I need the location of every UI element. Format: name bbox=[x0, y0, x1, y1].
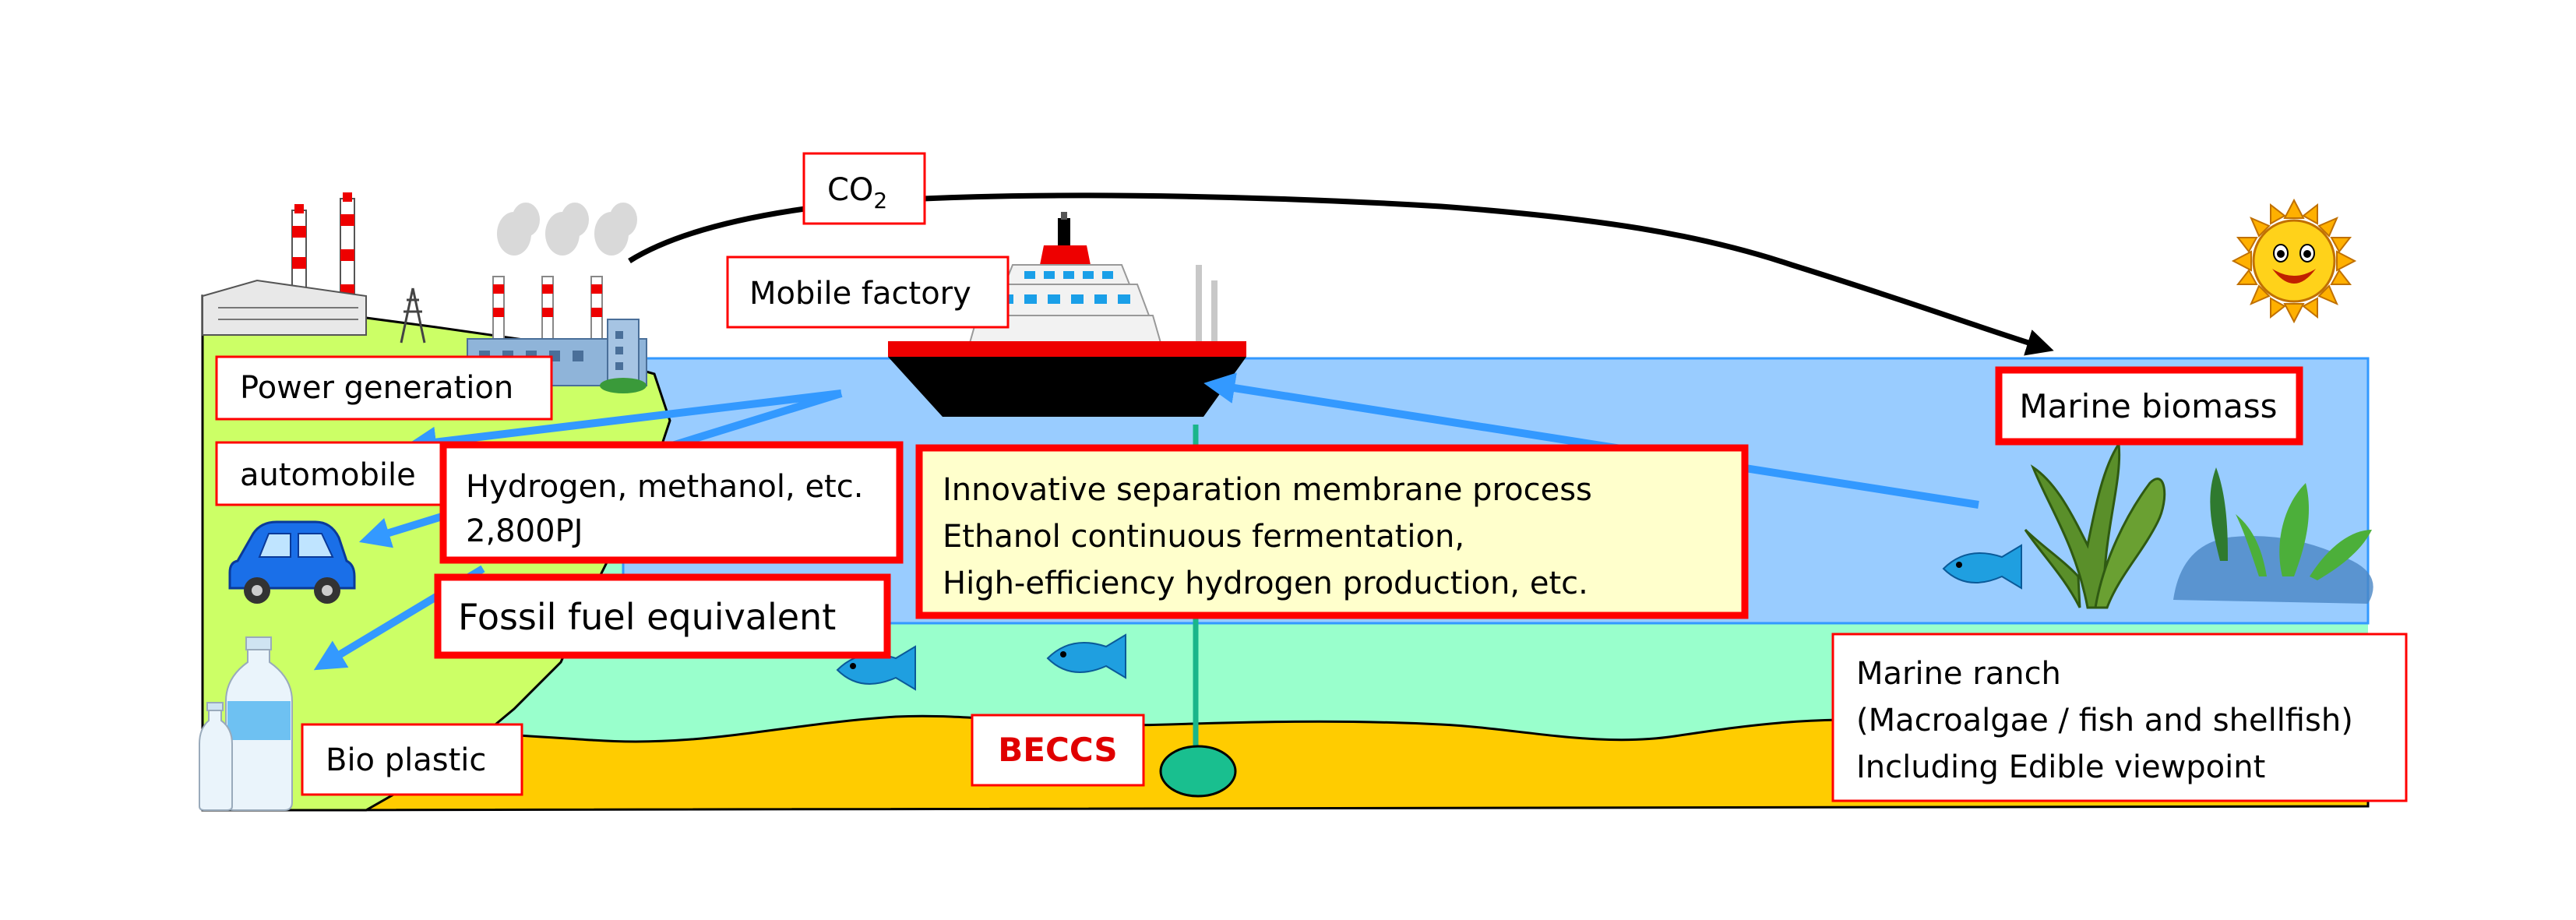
ranch-text-line1: Marine ranch bbox=[1856, 656, 2061, 692]
power-plant-icon bbox=[202, 192, 426, 344]
process-label: Innovative separation membrane process E… bbox=[915, 444, 1749, 619]
fossil-fuel-text: Fossil fuel equivalent bbox=[458, 596, 836, 638]
process-text-line2: Ethanol continuous fermentation, bbox=[943, 519, 1464, 555]
co2-label-main: CO bbox=[827, 172, 873, 208]
ranch-text-line3: Including Edible viewpoint bbox=[1856, 749, 2265, 785]
co2-label: CO2 bbox=[802, 152, 926, 225]
power-generation-label: Power generation bbox=[215, 355, 553, 421]
seaweed-icon bbox=[2173, 467, 2373, 604]
seaweed-icon bbox=[2024, 440, 2166, 609]
beccs-label: BECCS bbox=[971, 714, 1145, 787]
fish-icon bbox=[1046, 633, 1126, 679]
factory-icon bbox=[460, 203, 647, 393]
marine-biomass-text: Marine biomass bbox=[2019, 387, 2277, 425]
hydrogen-text-line2: 2,800PJ bbox=[466, 513, 583, 549]
co2-label-subscript: 2 bbox=[873, 188, 887, 213]
arrow-to-automobile bbox=[405, 390, 842, 458]
hydrogen-label: Hydrogen, methanol, etc. 2,800PJ bbox=[439, 441, 904, 564]
beccs-storage-node bbox=[1159, 745, 1237, 798]
car-icon bbox=[228, 520, 356, 604]
automobile-text: automobile bbox=[240, 457, 416, 493]
fish-icon bbox=[1942, 544, 2022, 590]
bio-plastic-text: Bio plastic bbox=[326, 742, 486, 778]
marine-ranch-label: Marine ranch (Macroalgae / fish and shel… bbox=[1831, 633, 2408, 802]
fossil-fuel-label: Fossil fuel equivalent bbox=[434, 573, 891, 659]
sun-icon bbox=[2231, 198, 2357, 324]
beccs-text: BECCS bbox=[998, 731, 1117, 769]
marine-biomass-label: Marine biomass bbox=[1995, 366, 2303, 446]
mobile-factory-label: Mobile factory bbox=[726, 256, 1010, 329]
bio-plastic-label: Bio plastic bbox=[301, 723, 523, 796]
hydrogen-text-line1: Hydrogen, methanol, etc. bbox=[466, 469, 863, 505]
process-text-line1: Innovative separation membrane process bbox=[943, 472, 1592, 508]
bottle-icon bbox=[199, 636, 293, 811]
ship-icon bbox=[888, 212, 1246, 417]
ranch-text-line2: (Macroalgae / fish and shellfish) bbox=[1856, 703, 2353, 738]
mobile-factory-text: Mobile factory bbox=[749, 276, 971, 312]
power-generation-text: Power generation bbox=[240, 370, 513, 406]
process-text-line3: High-efficiency hydrogen production, etc… bbox=[943, 566, 1588, 601]
svg-text:CO2: CO2 bbox=[827, 172, 887, 213]
automobile-label: automobile bbox=[215, 441, 444, 506]
